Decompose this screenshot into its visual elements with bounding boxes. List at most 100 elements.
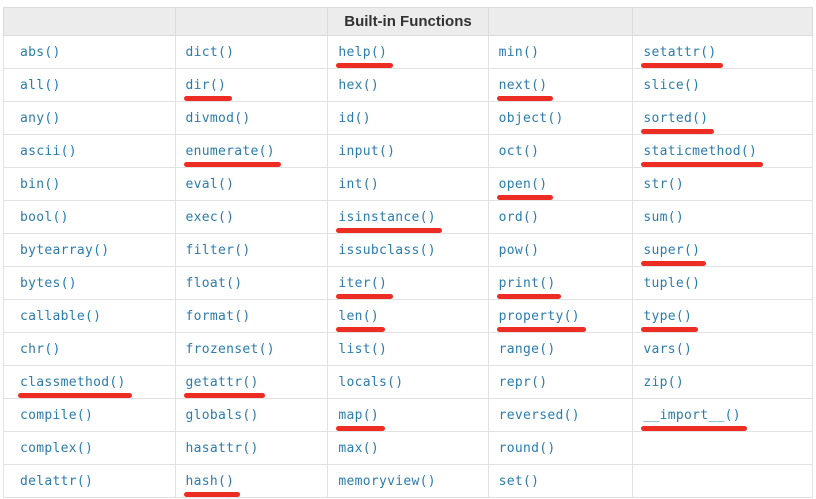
function-link[interactable]: object() [498, 111, 564, 126]
function-link[interactable]: exec() [185, 210, 235, 225]
function-link[interactable]: reversed() [498, 408, 580, 423]
function-link[interactable]: staticmethod() [641, 144, 764, 167]
function-link[interactable]: globals() [185, 408, 259, 423]
red-underline-marker [641, 63, 723, 68]
function-link[interactable]: zip() [643, 375, 684, 390]
function-link[interactable]: getattr() [183, 375, 265, 398]
table-cell: bytes() [3, 266, 176, 300]
table-cell: round() [487, 431, 634, 465]
function-link[interactable]: oct() [498, 144, 540, 159]
table-cell: zip() [632, 365, 813, 399]
function-link[interactable]: __import__() [641, 408, 747, 431]
table-cell: any() [3, 101, 176, 135]
function-link[interactable]: open() [496, 177, 554, 200]
function-link[interactable]: hasattr() [185, 441, 259, 456]
function-link[interactable]: eval() [185, 177, 235, 192]
function-link[interactable]: bool() [20, 210, 69, 225]
table-cell: frozenset() [174, 332, 329, 366]
table-cell: compile() [3, 398, 176, 432]
function-link[interactable]: float() [185, 276, 243, 291]
function-link[interactable]: repr() [498, 375, 548, 390]
function-link[interactable]: memoryview() [338, 474, 436, 489]
function-link[interactable]: vars() [643, 342, 693, 357]
red-underline-marker [336, 426, 386, 431]
header-row: Built-in Functions [3, 7, 813, 36]
table-cell: all() [3, 68, 176, 102]
table-row: bin() eval() int() open() str() [3, 167, 813, 201]
table-row: abs() dict() help() min() setattr() [3, 35, 813, 69]
function-link[interactable]: input() [338, 144, 396, 159]
table-row: delattr() hash() memoryview() set() [3, 464, 813, 498]
function-link[interactable]: type() [641, 309, 699, 332]
function-link[interactable]: pow() [498, 243, 540, 258]
red-underline-marker [183, 96, 233, 101]
function-link[interactable]: dir() [183, 78, 233, 101]
function-link[interactable]: isinstance() [336, 210, 442, 233]
function-link[interactable]: list() [338, 342, 388, 357]
function-link[interactable]: frozenset() [185, 342, 275, 357]
function-link[interactable]: all() [20, 78, 61, 93]
function-link[interactable]: compile() [20, 408, 94, 423]
table-cell: pow() [487, 233, 634, 267]
function-link[interactable]: iter() [336, 276, 394, 299]
function-link[interactable]: super() [641, 243, 707, 266]
function-link[interactable]: chr() [20, 342, 61, 357]
function-link[interactable]: delattr() [20, 474, 94, 489]
table-cell: tuple() [632, 266, 813, 300]
function-link[interactable]: min() [498, 45, 540, 60]
table-cell: enumerate() [174, 134, 329, 168]
table-cell: map() [327, 398, 489, 432]
function-link[interactable]: setattr() [641, 45, 723, 68]
function-link[interactable]: ascii() [20, 144, 77, 159]
table-cell: list() [327, 332, 489, 366]
function-link[interactable]: int() [338, 177, 380, 192]
function-link[interactable]: sum() [643, 210, 684, 225]
function-link[interactable]: max() [338, 441, 380, 456]
function-link[interactable]: complex() [20, 441, 94, 456]
function-link[interactable]: next() [496, 78, 554, 101]
function-link[interactable]: tuple() [643, 276, 701, 291]
function-link[interactable]: filter() [185, 243, 251, 258]
table-cell: type() [632, 299, 813, 333]
function-link[interactable]: bytearray() [20, 243, 110, 258]
table-cell: globals() [174, 398, 329, 432]
function-link[interactable]: callable() [20, 309, 102, 324]
function-link[interactable]: id() [338, 111, 371, 126]
table-cell: sum() [632, 200, 813, 234]
table-cell: str() [632, 167, 813, 201]
function-link[interactable]: locals() [338, 375, 404, 390]
function-link[interactable]: classmethod() [18, 375, 132, 398]
function-link[interactable]: bytes() [20, 276, 77, 291]
function-link[interactable]: map() [336, 408, 386, 431]
header-cell [632, 7, 813, 36]
function-link[interactable]: round() [498, 441, 556, 456]
function-link[interactable]: print() [496, 276, 562, 299]
function-link[interactable]: property() [496, 309, 586, 332]
table-title: Built-in Functions [327, 7, 489, 36]
function-link[interactable]: bin() [20, 177, 61, 192]
table-cell: oct() [487, 134, 634, 168]
function-link[interactable]: range() [498, 342, 556, 357]
table-cell: complex() [3, 431, 176, 465]
function-link[interactable]: sorted() [641, 111, 715, 134]
function-link[interactable]: len() [336, 309, 386, 332]
function-link[interactable]: abs() [20, 45, 61, 60]
table-cell: eval() [174, 167, 329, 201]
function-link[interactable]: hash() [183, 474, 241, 497]
function-link[interactable]: str() [643, 177, 684, 192]
function-link[interactable]: enumerate() [183, 144, 281, 167]
table-cell: reversed() [487, 398, 634, 432]
function-link[interactable]: issubclass() [338, 243, 436, 258]
function-link[interactable]: set() [498, 474, 540, 489]
function-link[interactable]: divmod() [185, 111, 251, 126]
function-link[interactable]: hex() [338, 78, 380, 93]
function-link[interactable]: any() [20, 111, 61, 126]
function-link[interactable]: ord() [498, 210, 540, 225]
red-underline-marker [336, 294, 394, 299]
function-link[interactable]: slice() [643, 78, 701, 93]
table-row: bool() exec() isinstance() ord() sum() [3, 200, 813, 234]
function-link[interactable]: dict() [185, 45, 235, 60]
table-cell: setattr() [632, 35, 813, 69]
function-link[interactable]: format() [185, 309, 251, 324]
function-link[interactable]: help() [336, 45, 394, 68]
